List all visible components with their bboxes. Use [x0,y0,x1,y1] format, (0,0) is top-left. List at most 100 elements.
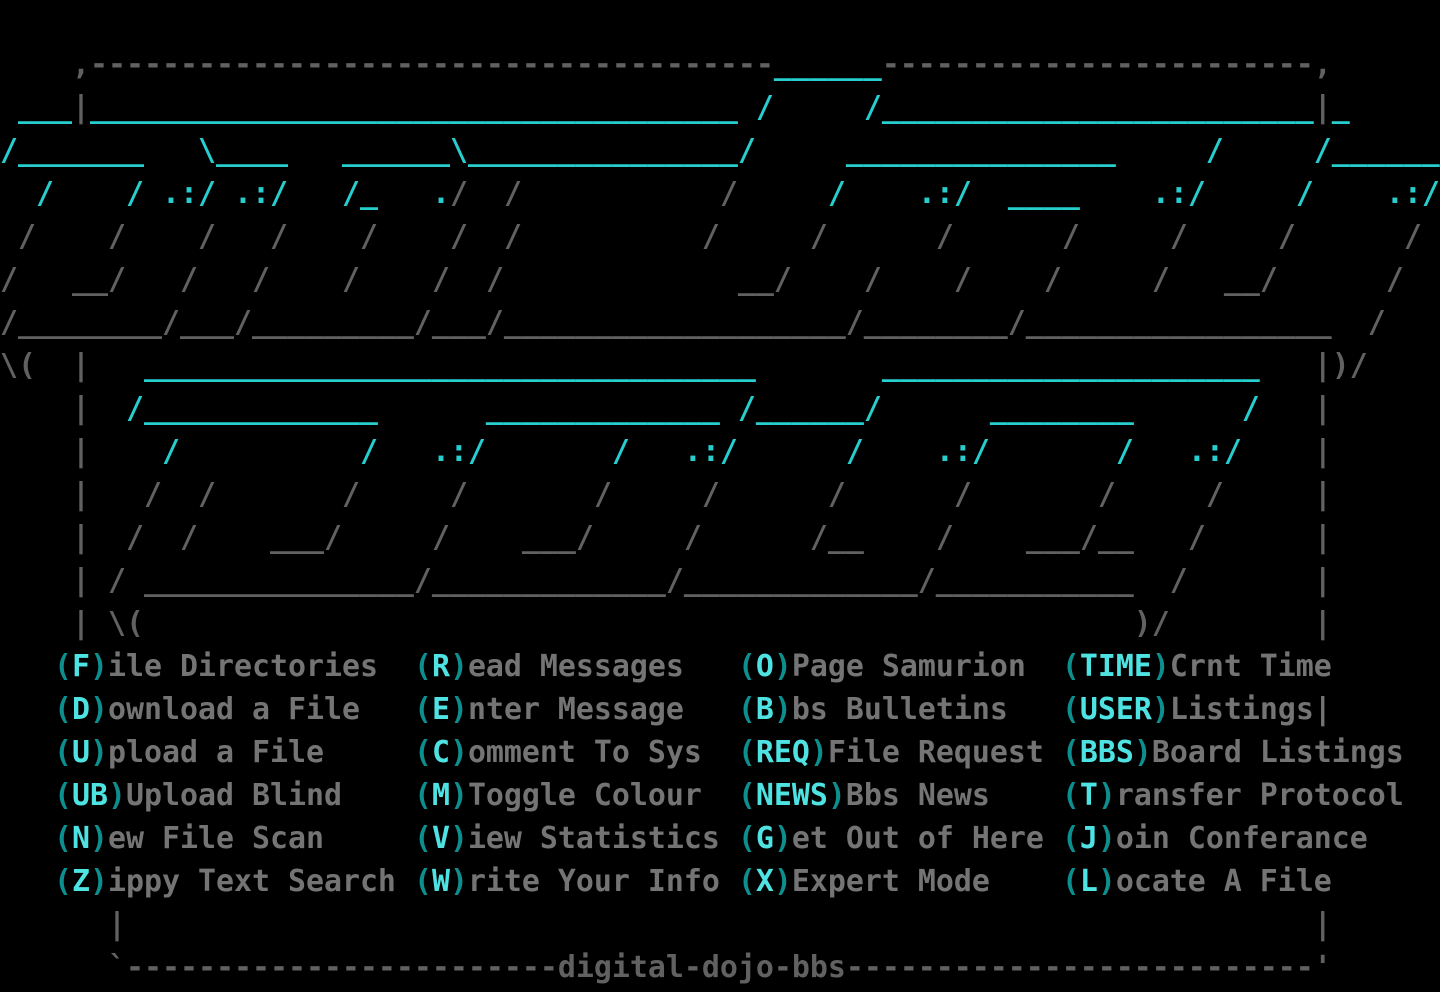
paren: ( [737,735,756,770]
paren: ( [413,649,432,684]
hotkey: T [1079,778,1098,813]
hotkey: W [431,864,450,899]
paren: ( [413,735,432,770]
hotkey: TIME [1079,649,1152,684]
art-row-4: / / .:/ .:/ /_ ./ / / / .:/ ____ .:/ / .… [36,176,1440,211]
border-row: | | [0,903,1440,946]
paren: ( [1061,692,1080,727]
item-label: Listings| [1169,692,1332,727]
paren: ( [737,864,756,899]
hotkey: O [755,649,774,684]
menu-item-board-listings[interactable]: (BBS)Board Listings [1062,735,1404,770]
paren: ( [413,821,432,856]
paren: ) [827,778,846,813]
paren: ( [54,821,72,856]
paren: ) [1097,821,1116,856]
art-row-1: ,--------------------------------------_… [71,47,1332,82]
menu-item-get-out-of-here[interactable]: (G)et Out of Here [738,821,1044,856]
menu-item-expert-mode[interactable]: (X)Expert Mode [738,864,990,899]
paren: ) [809,735,828,770]
menu-item-user-listings[interactable]: (USER)Listings| [1062,692,1332,727]
menu-item-upload-a-file[interactable]: (U)pload a File [54,735,324,770]
paren: ) [449,692,468,727]
paren: ) [90,821,108,856]
menu-item-bbs-bulletins[interactable]: (B)bs Bulletins [738,692,1008,727]
menu-item-transfer-protocol[interactable]: (T)ransfer Protocol [1062,778,1404,813]
art-row-14: | \( )/ | [71,606,1332,641]
paren: ) [90,735,108,770]
menu-item-zippy-text-search[interactable]: (Z)ippy Text Search [54,864,396,899]
paren: ( [54,649,72,684]
item-label: Crnt Time [1169,649,1332,684]
hotkey: M [431,778,450,813]
menu-item-page-samurion[interactable]: (O)Page Samurion [738,649,1026,684]
item-label: ippy Text Search [108,864,396,899]
art-row-3: /_______ \____ ______\_______________/ _… [0,133,1440,168]
art-row-5: / / / / / / / / / / / / / / [18,219,1422,254]
art-row-0 [0,0,1440,43]
hotkey: X [755,864,774,899]
paren: ( [54,778,72,813]
menu-item-bbs-news[interactable]: (NEWS)Bbs News [738,778,990,813]
item-label: Expert Mode [791,864,990,899]
paren: ) [1133,735,1152,770]
paren: ) [449,864,468,899]
menu-row-3: (UB)Upload Blind (M)Toggle Colour (NEWS)… [0,774,1440,817]
menu-item-view-statistics[interactable]: (V)iew Statistics [414,821,720,856]
hotkey: U [72,735,90,770]
item-label: rite Your Info [467,864,720,899]
paren: ( [54,692,72,727]
paren: ) [449,821,468,856]
paren: ) [1151,649,1170,684]
item-label: ransfer Protocol [1115,778,1404,813]
art-row-7: /________/___/_________/___/____________… [0,305,1386,340]
hotkey: R [431,649,450,684]
menu-item-locate-a-file[interactable]: (L)ocate A File [1062,864,1332,899]
footer-title: digital-dojo-bbs [557,950,846,985]
menu-item-file-directories[interactable]: (F)ile Directories [54,649,378,684]
hotkey: N [72,821,90,856]
paren: ) [773,821,792,856]
menu-item-current-time[interactable]: (TIME)Crnt Time [1062,649,1332,684]
paren: ) [773,649,792,684]
menu-item-enter-message[interactable]: (E)nter Message [414,692,684,727]
footer-dashes-left: ------------------------ [125,950,558,985]
menu-item-join-conference[interactable]: (J)oin Conferance [1062,821,1368,856]
paren: ) [449,778,468,813]
menu-row-1: (D)ownload a File (E)nter Message (B)bs … [0,688,1440,731]
item-label: Upload Blind [126,778,342,813]
art-row-8: \( | __________________________________ … [0,348,1368,383]
hotkey: D [72,692,90,727]
paren: ( [1061,735,1080,770]
paren: ( [737,778,756,813]
menu-item-read-messages[interactable]: (R)ead Messages [414,649,684,684]
menu-item-new-file-scan[interactable]: (N)ew File Scan [54,821,324,856]
menu-item-comment-to-sys[interactable]: (C)omment To Sys [414,735,702,770]
menu-item-upload-blind[interactable]: (UB)Upload Blind [54,778,342,813]
item-label: pload a File [108,735,324,770]
footer-row: `------------------------digital-dojo-bb… [0,946,1440,989]
paren: ( [54,864,72,899]
item-label: Page Samurion [791,649,1026,684]
item-label: ew File Scan [108,821,324,856]
menu-row-2: (U)pload a File (C)omment To Sys (REQ)Fi… [0,731,1440,774]
menu-item-file-request[interactable]: (REQ)File Request [738,735,1044,770]
paren: ) [1097,864,1116,899]
footer-corner-right: ' [1313,950,1332,985]
item-label: Board Listings [1151,735,1404,770]
paren: ( [1061,778,1080,813]
menu-item-write-your-info[interactable]: (W)rite Your Info [414,864,720,899]
paren: ) [773,864,792,899]
hotkey: G [755,821,774,856]
menu-item-download-a-file[interactable]: (D)ownload a File [54,692,360,727]
item-label: oin Conferance [1115,821,1368,856]
ascii-logo-digital-dojo: ,--------------------------------------_… [0,0,1440,641]
hotkey: E [431,692,450,727]
hotkey: B [755,692,774,727]
hotkey: USER [1079,692,1152,727]
menu-item-toggle-colour[interactable]: (M)Toggle Colour [414,778,702,813]
hotkey: NEWS [755,778,828,813]
paren: ( [737,649,756,684]
paren: ( [737,821,756,856]
